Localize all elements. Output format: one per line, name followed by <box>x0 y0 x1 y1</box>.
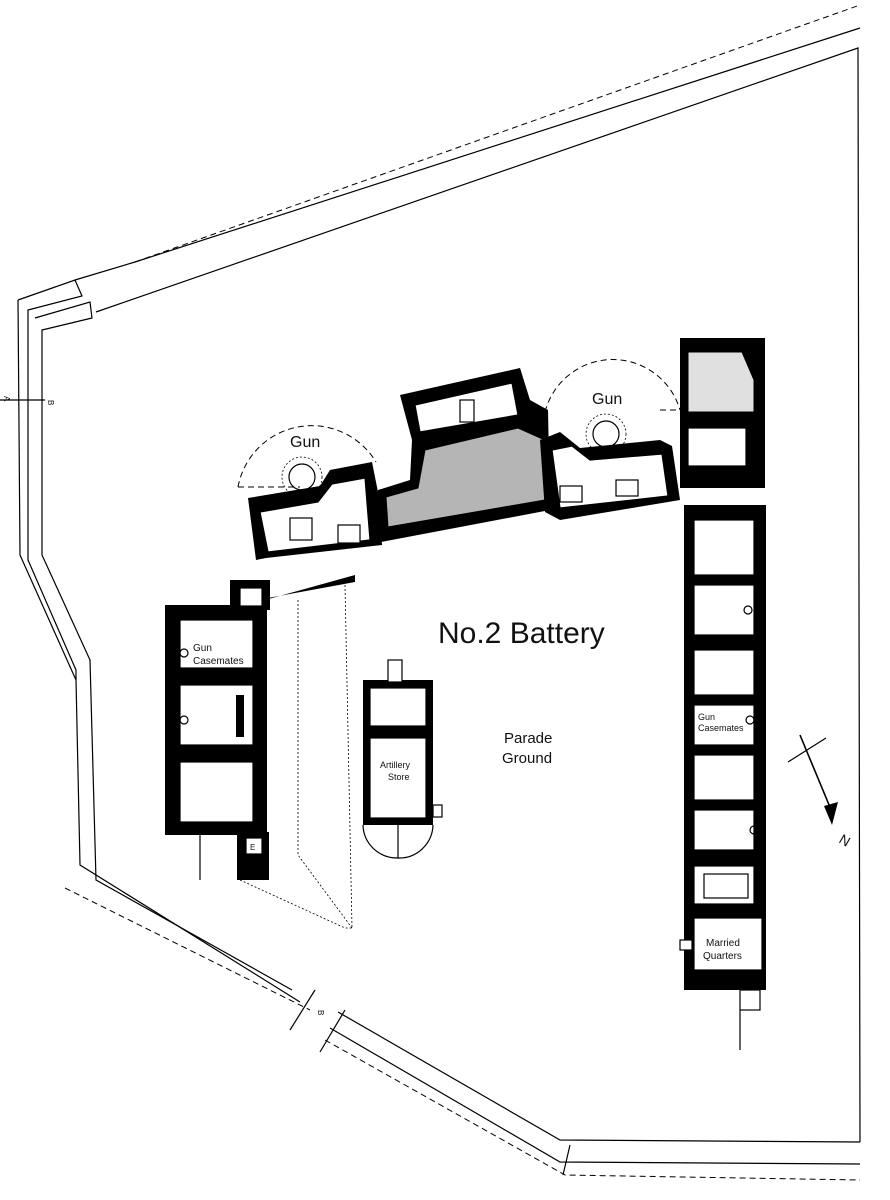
artillery-store <box>362 659 443 859</box>
north-arrow: N <box>787 734 854 850</box>
artillery-store-label-line1: Artillery <box>380 760 411 770</box>
married-quarters-label-line1: Married <box>706 938 740 949</box>
section-b-top-label: B <box>46 400 55 405</box>
west-casemates-label-line2: Casemates <box>193 656 244 667</box>
north-arrow-label: N <box>837 831 854 850</box>
page-title: No.2 Battery <box>438 617 605 650</box>
section-a-label: A <box>2 396 11 402</box>
east-casemates-label-line2: Casemates <box>698 723 744 733</box>
gun-arc-left <box>237 425 377 488</box>
gun-label-right: Gun <box>592 391 622 408</box>
parade-ground-label-line1: Parade <box>504 730 552 747</box>
north-range <box>237 359 681 560</box>
section-b-bottom-label: B <box>316 1010 325 1015</box>
gun-arc-right <box>544 359 681 413</box>
east-casemates-label-line1: Gun <box>698 712 715 722</box>
enclosure-boundary <box>17 4 861 1181</box>
married-quarters-label-line2: Quarters <box>703 951 742 962</box>
gun-label-left: Gun <box>290 434 320 451</box>
room-e-label: E <box>250 843 255 852</box>
west-casemates-label-line1: Gun <box>193 643 212 654</box>
parade-ground-label-line2: Ground <box>502 750 552 767</box>
ramp-area <box>239 575 355 929</box>
artillery-store-label-line2: Store <box>388 772 410 782</box>
west-range: E <box>165 580 270 880</box>
east-range <box>679 338 766 1050</box>
section-marker-a: A B <box>0 396 55 405</box>
